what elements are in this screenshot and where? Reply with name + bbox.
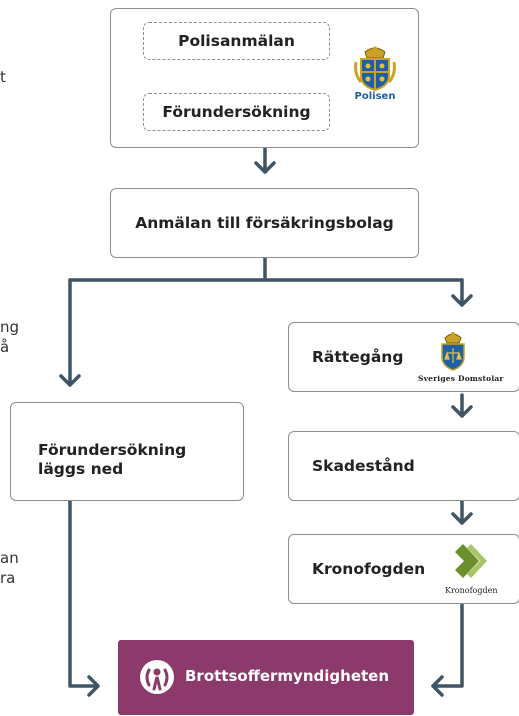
cut-text-5: ra bbox=[0, 569, 16, 587]
arrow-to-rattegang bbox=[451, 278, 473, 307]
arrow-right-to-brottsoffer bbox=[431, 603, 464, 697]
arrow-to-forundersokning-nedlagd bbox=[59, 278, 81, 387]
node-rattegang: Rättegång bbox=[312, 348, 404, 366]
arrow-branch bbox=[68, 255, 464, 282]
police-logo-icon: Polisen bbox=[351, 42, 399, 104]
cut-text-3: å bbox=[0, 338, 10, 356]
node-kronofogden: Kronofogden bbox=[312, 560, 426, 578]
cut-text-2: ng bbox=[0, 318, 20, 336]
node-forundersokning-nedlagd: Förundersökning läggs ned bbox=[38, 441, 187, 478]
cut-text-4: an bbox=[0, 549, 19, 567]
brottsoffer-logo-icon bbox=[139, 659, 175, 695]
node-skadestand: Skadestånd bbox=[312, 457, 415, 475]
kronofogden-logo-text: Kronofogden bbox=[445, 586, 498, 595]
node-forundersokning: Förundersökning bbox=[143, 93, 330, 131]
cut-text-1: t bbox=[0, 68, 6, 86]
node-brottsoffer: Brottsoffermyndigheten bbox=[118, 640, 414, 715]
node-kronofogden-box: Kronofogden Kronofogden bbox=[288, 534, 519, 604]
arrow-top-to-anmalan bbox=[254, 145, 276, 174]
node-anmalan: Anmälan till försäkringsbolag bbox=[135, 214, 394, 232]
arrow-rattegang-to-skadestand bbox=[451, 393, 473, 418]
arrow-left-to-brottsoffer bbox=[68, 498, 100, 697]
node-anmalan-box: Anmälan till försäkringsbolag bbox=[110, 188, 419, 258]
polisen-logo-text: Polisen bbox=[354, 91, 396, 102]
node-brottsoffer-label: Brottsoffermyndigheten bbox=[185, 667, 390, 685]
node-rattegang-box: Rättegång Sveriges Domstolar bbox=[288, 322, 519, 392]
node-forundersokning-nedlagd-box: Förundersökning läggs ned bbox=[10, 402, 244, 501]
domstolar-logo-icon bbox=[433, 329, 473, 371]
node-polisanmalan: Polisanmälan bbox=[143, 22, 330, 60]
arrow-skadestand-to-kronofogden bbox=[451, 499, 473, 525]
domstolar-logo-text: Sveriges Domstolar bbox=[418, 374, 504, 383]
node-skadestand-box: Skadestånd bbox=[288, 431, 519, 501]
kronofogden-logo-icon bbox=[449, 542, 489, 580]
